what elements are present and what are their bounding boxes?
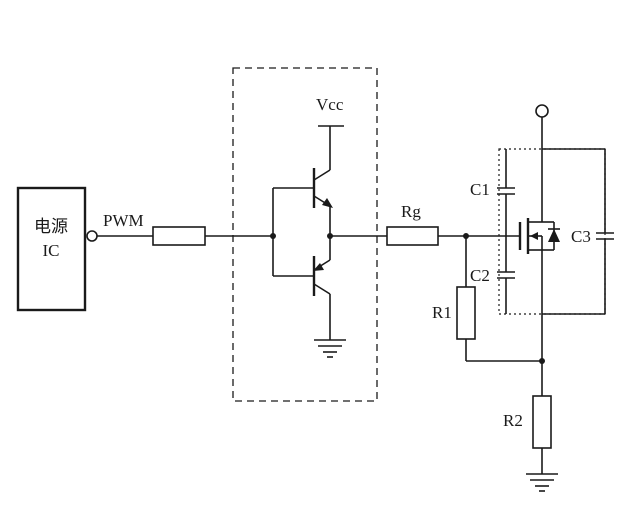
drain-terminal-pin xyxy=(535,104,549,118)
c1-label: C1 xyxy=(470,180,490,199)
ground-icon xyxy=(526,473,558,492)
capacitor-c3: C3 xyxy=(542,148,614,315)
pwm-label: PWM xyxy=(103,211,144,230)
capacitor-c2: C2 xyxy=(470,236,515,314)
input-resistor xyxy=(152,226,206,246)
source-resistor-r2: R2 xyxy=(503,395,552,474)
gate-resistor-rg: Rg xyxy=(330,202,520,246)
rg-label: Rg xyxy=(401,202,421,221)
ground-icon xyxy=(314,339,346,358)
c3-label: C3 xyxy=(571,227,591,246)
body-diode-icon xyxy=(548,229,560,242)
r2-label: R2 xyxy=(503,411,523,430)
totem-pole-transistors: Vcc xyxy=(272,95,344,340)
upper-emitter-arrow xyxy=(322,198,333,208)
pull-down-resistor-r1: R1 xyxy=(432,236,542,362)
mosfet-arrow xyxy=(530,232,538,240)
power-ic-block: 电源 IC xyxy=(16,186,98,312)
capacitor-c1: C1 xyxy=(470,149,515,236)
r2-resistor xyxy=(532,395,552,449)
mosfet xyxy=(518,104,560,396)
power-ic-label-cn: 电源 xyxy=(34,217,68,237)
r1-label: R1 xyxy=(432,303,452,322)
c2-label: C2 xyxy=(470,266,490,285)
vcc-label: Vcc xyxy=(316,95,344,114)
power-ic-label-ic: IC xyxy=(43,241,60,260)
power-ic-box xyxy=(16,186,87,312)
lower-emitter-arrow xyxy=(313,263,324,271)
totem-pole-driver-boundary xyxy=(232,67,378,402)
source-node xyxy=(539,358,545,364)
rg-resistor xyxy=(386,226,439,246)
pwm-line: PWM xyxy=(97,211,276,246)
r1-resistor xyxy=(456,286,476,340)
pwm-output-pin xyxy=(86,230,98,242)
